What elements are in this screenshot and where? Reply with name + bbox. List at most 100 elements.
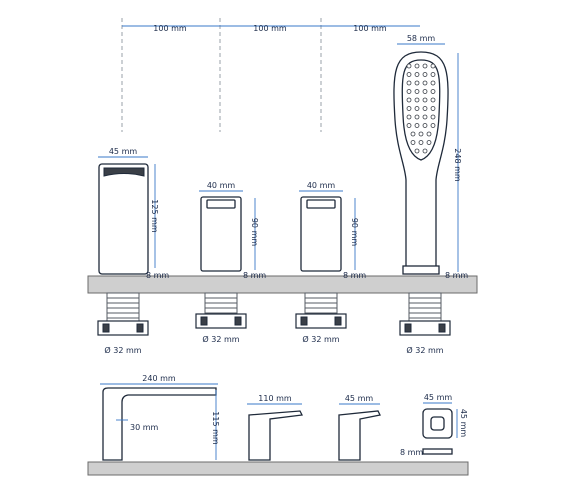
shower-nozzle-dot <box>406 114 412 120</box>
shower-nozzle-dot <box>414 63 420 69</box>
shower-nozzle-dot <box>430 89 436 94</box>
handle-right-pipe-label: Ø 32 mm <box>302 334 339 344</box>
spacing-label-2: 100 mm <box>253 24 287 33</box>
escutcheon-thickness-label: 8 mm <box>400 448 423 457</box>
mount-handle-left: Ø 32 mm <box>195 292 247 344</box>
shower-nozzle-dot <box>406 72 412 77</box>
handle-side: 110 mm <box>247 394 303 461</box>
shower-deck-gap-label: 8 mm <box>445 271 468 280</box>
shower-nozzle-dot <box>430 80 436 86</box>
side-spout-body <box>102 387 217 461</box>
shower-nozzle-dot <box>430 114 436 120</box>
spout-outlet <box>103 167 145 177</box>
shower-nozzle-dot <box>414 97 420 103</box>
shower-nozzles <box>406 63 436 154</box>
side-deck <box>87 461 469 476</box>
handle-right-lever <box>306 199 336 209</box>
shower-nozzle-dot <box>430 63 436 69</box>
shower-nozzle-dot <box>410 140 416 145</box>
shower-nozzle-dot <box>418 131 424 137</box>
shower-nozzle-dot <box>422 63 428 69</box>
handle-left-front: 40 mm 90 mm 8 mm <box>199 181 266 280</box>
spout-pipe-label: Ø 32 mm <box>104 345 141 355</box>
spacing-label-1: 100 mm <box>153 24 187 33</box>
shower-nozzle-dot <box>426 131 432 137</box>
spout-body <box>98 163 149 275</box>
shower-nozzle-dot <box>422 123 428 128</box>
shower-nozzle-dot <box>410 131 416 137</box>
handle-left-lever <box>206 199 236 209</box>
shower-nozzle-dot <box>406 80 412 86</box>
diverter-side: 45 mm <box>338 394 381 461</box>
axis-guides <box>121 18 322 132</box>
shower-width-label: 58 mm <box>407 34 436 43</box>
shower-nozzle-dot <box>430 72 436 77</box>
shower-nozzle-dot <box>422 106 428 111</box>
shower-holder <box>402 265 440 275</box>
side-spout-height-label: 115 mm <box>211 411 220 445</box>
spout-front: 45 mm 125 mm 8 mm <box>98 147 169 280</box>
shower-nozzle-dot <box>422 97 428 103</box>
handle-right-deck-gap-label: 8 mm <box>343 271 366 280</box>
spout-height-label: 125 mm <box>150 199 159 233</box>
shower-nozzle-dot <box>414 89 420 94</box>
escutcheon-depth-label: 45 mm <box>459 409 468 438</box>
escutcheon-top: 45 mm 45 mm 8 mm <box>400 393 468 457</box>
handle-left-pipe-label: Ø 32 mm <box>202 334 239 344</box>
mount-spout: Ø 32 mm <box>97 292 149 355</box>
side-diverter-lever-label: 45 mm <box>345 394 374 403</box>
shower-nozzle-dot <box>422 89 428 94</box>
shower-nozzle-dot <box>422 114 428 120</box>
escutcheon-width-label: 45 mm <box>424 393 453 402</box>
fixing-nut <box>399 320 451 336</box>
side-spout-depth-label: 30 mm <box>130 423 159 432</box>
spout-side: 240 mm 30 mm 115 mm <box>100 374 220 461</box>
handle-right-width-label: 40 mm <box>307 181 336 190</box>
shower-nozzle-dot <box>406 97 412 103</box>
fixing-nut <box>97 320 149 336</box>
shower-nozzle-dot <box>414 114 420 120</box>
shower-nozzle-dot <box>414 72 420 77</box>
mounting-hardware: Ø 32 mm Ø 32 mm Ø 32 mm Ø 32 mm <box>97 292 451 355</box>
escutcheon-side <box>422 448 453 455</box>
handle-left-width-label: 40 mm <box>207 181 236 190</box>
shower-nozzle-dot <box>422 148 428 154</box>
shower-nozzle-dot <box>414 106 420 111</box>
shower-nozzle-dot <box>422 80 428 86</box>
handle-left-height-label: 90 mm <box>250 218 259 247</box>
shower-nozzle-dot <box>430 97 436 103</box>
fixing-nut <box>295 313 347 329</box>
handle-left-deck-gap-label: 8 mm <box>243 271 266 280</box>
handle-left-body <box>200 196 242 272</box>
spacing-label-3: 100 mm <box>353 24 387 33</box>
shower-nozzle-dot <box>414 80 420 86</box>
mount-handle-right: Ø 32 mm <box>295 292 347 344</box>
shower-nozzle-dot <box>406 63 412 69</box>
handle-right-height-label: 90 mm <box>350 218 359 247</box>
shower-nozzle-dot <box>430 106 436 111</box>
handle-right-front: 40 mm 90 mm 8 mm <box>299 181 366 280</box>
shower-nozzle-dot <box>426 140 432 145</box>
side-diverter-body <box>338 410 381 461</box>
deck-plate <box>87 275 478 294</box>
shower-nozzle-dot <box>430 123 436 128</box>
spout-width-label: 45 mm <box>109 147 138 156</box>
shower-nozzle-dot <box>422 72 428 77</box>
side-handle-lever-label: 110 mm <box>258 394 292 403</box>
shower-pipe-label: Ø 32 mm <box>406 345 443 355</box>
escutcheon-hole <box>430 416 445 431</box>
shower-nozzle-dot <box>414 148 420 154</box>
spout-deck-gap-label: 8 mm <box>146 271 169 280</box>
handle-right-body <box>300 196 342 272</box>
shower-nozzle-dot <box>406 123 412 128</box>
side-spout-length-label: 240 mm <box>142 374 176 383</box>
spacing-dimensions: 100 mm 100 mm 100 mm <box>122 24 420 33</box>
shower-nozzle-dot <box>406 106 412 111</box>
fixing-nut <box>195 313 247 329</box>
mount-shower: Ø 32 mm <box>399 292 451 355</box>
shower-nozzle-dot <box>406 89 412 94</box>
side-handle-body <box>248 410 303 461</box>
shower-height-label: 248 mm <box>453 148 462 182</box>
shower-nozzle-dot <box>414 123 420 128</box>
